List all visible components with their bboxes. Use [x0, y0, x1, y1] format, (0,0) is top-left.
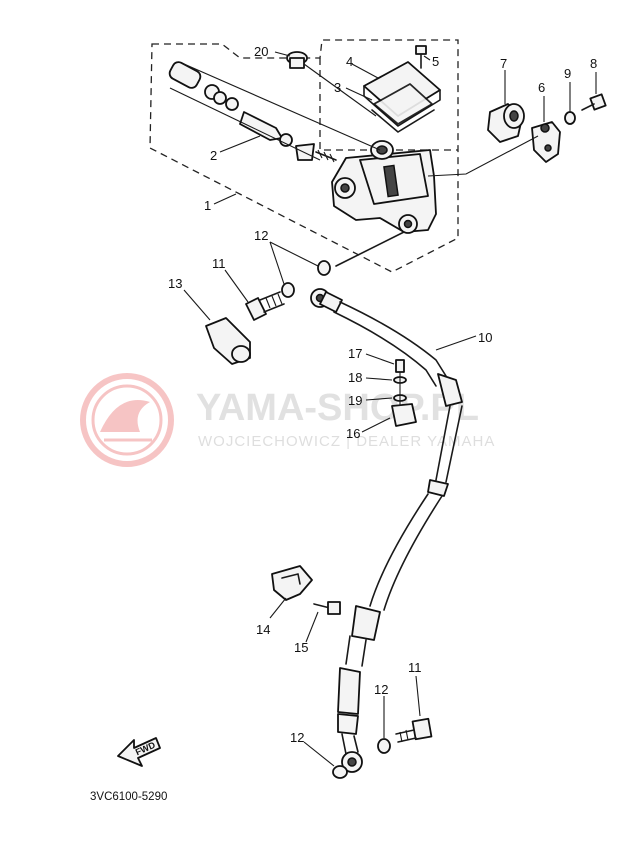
watermark-subtitle: WOJCIECHOWICZ | DEALER YAMAHA — [198, 433, 495, 450]
hose-clamp — [391, 359, 417, 427]
callout-numbers: 1 2 3 4 5 6 7 8 9 10 11 12 13 14 15 16 1… — [168, 44, 597, 745]
callout-2: 2 — [210, 148, 217, 163]
callout-5: 5 — [432, 54, 439, 69]
reservoir-cap — [363, 61, 441, 133]
callout-18: 18 — [348, 370, 362, 385]
watermark-title: YAMA-SHOP.PL — [196, 387, 479, 429]
callout-3: 3 — [334, 80, 341, 95]
callout-13: 13 — [168, 276, 182, 291]
watermark-logo — [80, 373, 174, 467]
lever-holder — [531, 121, 561, 163]
group-outline-master-cylinder — [149, 39, 459, 273]
lever-leader-line — [427, 135, 539, 177]
union-bolt-bottom — [332, 717, 433, 779]
fwd-arrow: FWD — [117, 737, 161, 767]
washer-9 — [564, 111, 576, 125]
callout-12: 12 — [254, 228, 268, 243]
watermark: YAMA-SHOP.PL WOJCIECHOWICZ | DEALER YAMA… — [80, 373, 495, 467]
hose-holder — [271, 565, 313, 601]
piston-kit — [168, 61, 381, 163]
callout-12-b: 12 — [374, 682, 388, 697]
brake-hose — [310, 288, 477, 773]
callout-19: 19 — [348, 393, 362, 408]
diagram-code: 3VC6100-5290 — [90, 791, 167, 803]
holder-bolt — [313, 601, 341, 615]
cap-screw — [415, 45, 427, 69]
callout-11-b: 11 — [408, 660, 422, 675]
callout-7: 7 — [500, 56, 507, 71]
callout-10: 10 — [478, 330, 492, 345]
callout-12-c: 12 — [290, 730, 304, 745]
lever-bushing — [487, 103, 525, 143]
callout-15: 15 — [294, 640, 308, 655]
callout-20: 20 — [254, 44, 268, 59]
bolt-8 — [581, 93, 607, 111]
union-bolt-top — [245, 260, 331, 321]
callout-8: 8 — [590, 56, 597, 71]
callout-11: 11 — [212, 256, 226, 271]
group-outline-reservoir — [319, 58, 458, 151]
callout-14: 14 — [256, 622, 270, 637]
callout-6: 6 — [538, 80, 545, 95]
callout-1: 1 — [204, 198, 211, 213]
bolt-boot — [205, 317, 251, 365]
master-cylinder-body — [331, 140, 437, 267]
callout-4: 4 — [346, 54, 353, 69]
leader-lines — [183, 51, 597, 767]
breather-cap — [286, 51, 377, 117]
callout-9: 9 — [564, 66, 571, 81]
callout-17: 17 — [348, 346, 362, 361]
callout-16: 16 — [346, 426, 360, 441]
